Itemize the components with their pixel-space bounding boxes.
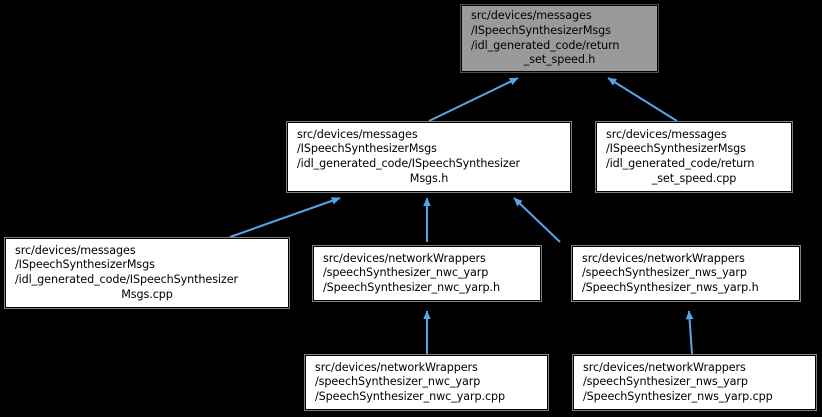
node-label-line: /SpeechSynthesizer_nws_yarp.cpp bbox=[583, 389, 773, 403]
node-label-line: /ISpeechSynthesizerMsgs bbox=[606, 142, 746, 156]
node-label: src/devices/networkWrappers/speechSynthe… bbox=[314, 252, 540, 296]
node-label-line: /ISpeechSynthesizerMsgs bbox=[297, 142, 437, 156]
node-return-set-speed-h[interactable]: src/devices/messages/ISpeechSynthesizerM… bbox=[460, 4, 659, 73]
node-label-line: Msgs.h bbox=[409, 171, 449, 185]
node-label-line: /SpeechSynthesizer_nws_yarp.h bbox=[582, 280, 759, 294]
edge-msgscpp-to-msgsh bbox=[229, 197, 341, 238]
node-return-set-speed-cpp[interactable]: src/devices/messages/ISpeechSynthesizerM… bbox=[595, 121, 793, 193]
node-speechsynthesizer-nws-yarp-cpp[interactable]: src/devices/networkWrappers/speechSynthe… bbox=[572, 354, 817, 411]
node-label-line: src/devices/networkWrappers bbox=[582, 251, 745, 265]
node-label: src/devices/networkWrappers/speechSynthe… bbox=[306, 361, 547, 405]
node-label-line: /idl_generated_code/ISpeechSynthesizer bbox=[297, 157, 520, 170]
node-label-line: _set_speed.h bbox=[523, 53, 596, 67]
node-label-line: /SpeechSynthesizer_nwc_yarp.cpp bbox=[315, 389, 506, 403]
node-label-line: /idl_generated_code/return bbox=[606, 157, 755, 170]
node-label: src/devices/messages/ISpeechSynthesizerM… bbox=[597, 128, 791, 186]
node-label-line: src/devices/messages bbox=[606, 127, 727, 141]
node-label: src/devices/messages/ISpeechSynthesizerM… bbox=[6, 244, 288, 302]
edge-nwsyarpcpp-to-nwsyarph bbox=[685, 310, 694, 355]
node-label-line: src/devices/messages bbox=[471, 9, 592, 23]
node-label-line: src/devices/networkWrappers bbox=[323, 251, 486, 265]
node-label-line: /speechSynthesizer_nws_yarp bbox=[583, 375, 748, 389]
edge-nwsyarph-to-msgsh bbox=[513, 197, 561, 243]
node-label-line: /idl_generated_code/return bbox=[471, 38, 620, 52]
node-label-line: /speechSynthesizer_nwc_yarp bbox=[323, 266, 489, 280]
node-speechsynthesizer-nwc-yarp-h[interactable]: src/devices/networkWrappers/speechSynthe… bbox=[312, 245, 542, 302]
node-label-line: /ISpeechSynthesizerMsgs bbox=[15, 258, 155, 272]
edge-msgsh-to-returnsetspeedh bbox=[428, 77, 519, 122]
node-label: src/devices/messages/ISpeechSynthesizerM… bbox=[288, 128, 570, 186]
node-label-line: /speechSynthesizer_nws_yarp bbox=[582, 266, 747, 280]
node-label-line: src/devices/networkWrappers bbox=[583, 360, 746, 374]
node-label-line: src/devices/messages bbox=[297, 127, 418, 141]
node-label-line: src/devices/messages bbox=[15, 243, 136, 257]
node-label-line: /ISpeechSynthesizerMsgs bbox=[471, 23, 611, 37]
node-label: src/devices/networkWrappers/speechSynthe… bbox=[573, 252, 799, 296]
node-label-line: _set_speed.cpp bbox=[651, 171, 737, 185]
node-label: src/devices/messages/ISpeechSynthesizerM… bbox=[462, 9, 657, 67]
node-label-line: /SpeechSynthesizer_nwc_yarp.h bbox=[323, 280, 500, 294]
node-ispeechsynthesizermsgs-h[interactable]: src/devices/messages/ISpeechSynthesizerM… bbox=[286, 121, 572, 193]
node-label-line: /speechSynthesizer_nwc_yarp bbox=[315, 375, 481, 389]
node-label-line: Msgs.cpp bbox=[121, 287, 173, 301]
node-label-line: src/devices/networkWrappers bbox=[315, 360, 478, 374]
edge-returnsetspeedcpp-to-returnsetspeedh bbox=[607, 77, 678, 122]
node-label-line: /idl_generated_code/ISpeechSynthesizer bbox=[15, 273, 238, 286]
node-speechsynthesizer-nws-yarp-h[interactable]: src/devices/networkWrappers/speechSynthe… bbox=[571, 245, 801, 302]
node-label: src/devices/networkWrappers/speechSynthe… bbox=[574, 361, 815, 405]
node-ispeechsynthesizermsgs-cpp[interactable]: src/devices/messages/ISpeechSynthesizerM… bbox=[4, 237, 290, 309]
node-speechsynthesizer-nwc-yarp-cpp[interactable]: src/devices/networkWrappers/speechSynthe… bbox=[304, 354, 549, 411]
